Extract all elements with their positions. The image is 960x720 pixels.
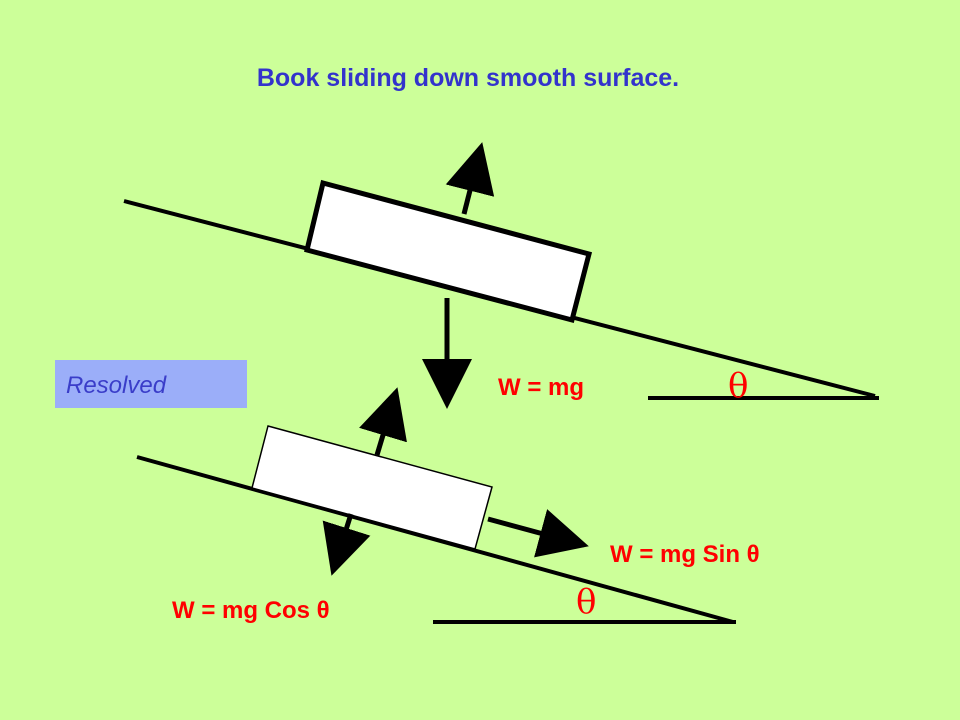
parallel-component-label: W = mg Sin θ bbox=[610, 541, 760, 568]
resolved-label: Resolved bbox=[66, 372, 167, 399]
lower-normal-reaction-arrow bbox=[359, 387, 407, 456]
lower-incline-surface bbox=[136, 455, 734, 624]
perpendicular-component-label: W = mg Cos θ bbox=[172, 597, 330, 624]
theta-lower-label: θ bbox=[576, 582, 597, 622]
diagram-title: Book sliding down smooth surface. bbox=[256, 64, 680, 92]
weight-label: W = mg bbox=[498, 374, 585, 401]
resolved-box: Resolved bbox=[55, 360, 247, 408]
theta-upper-label: θ bbox=[728, 366, 749, 406]
perpendicular-component-arrow bbox=[322, 513, 371, 576]
lower-book bbox=[251, 425, 493, 550]
normal-reaction-arrow bbox=[445, 142, 495, 215]
parallel-component-arrow bbox=[487, 509, 589, 558]
upper-book bbox=[304, 179, 593, 324]
